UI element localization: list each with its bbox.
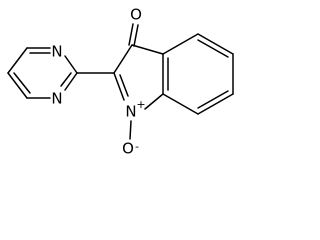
bond-n-oxide: [129, 120, 132, 140]
bond-n1-c7a: [144, 93, 164, 110]
bond-c4-c5: [197, 33, 234, 55]
bond-c6-c7: [197, 93, 234, 115]
structure-diagram: N N O N + O -: [7, 6, 234, 158]
bond-pyr-c2-n-lower: [64, 72, 78, 91]
bonds: [7, 23, 234, 140]
bond-pyr-c2-n-upper: [64, 55, 78, 74]
atom-n-indole-label: N: [125, 103, 136, 121]
atom-n-upper-label: N: [51, 43, 62, 61]
atom-n-lower-label: N: [51, 90, 62, 108]
bond-c2-n1-inner: [119, 74, 129, 97]
bond-c4-c5-inner: [197, 39, 229, 58]
bond-c2-n1: [113, 72, 125, 101]
n-plus-charge-label: +: [136, 98, 145, 111]
bond-c3-o: [128, 23, 134, 46]
bond-pyr-c-c-lower-left: [7, 72, 28, 99]
bond-c3a-c4: [162, 33, 199, 55]
bond-c3-o-second: [133, 24, 139, 47]
bond-pyr-c2-n-lower-inner: [60, 72, 72, 87]
atom-o-carbonyl-label: O: [130, 6, 142, 24]
bond-c6-c7-inner: [197, 90, 229, 109]
bond-c7-c7a: [162, 93, 199, 115]
bond-pyr-c-c-lower-left-inner: [13, 72, 31, 94]
o-minus-charge-label: -: [135, 140, 139, 153]
bond-c2-c3: [113, 44, 133, 74]
bond-pyr-c-c-left: [7, 47, 28, 74]
bond-c3-c3a: [131, 44, 164, 55]
atom-o-oxide-label: O: [122, 140, 134, 158]
atom-labels: N N O N + O -: [51, 6, 145, 158]
